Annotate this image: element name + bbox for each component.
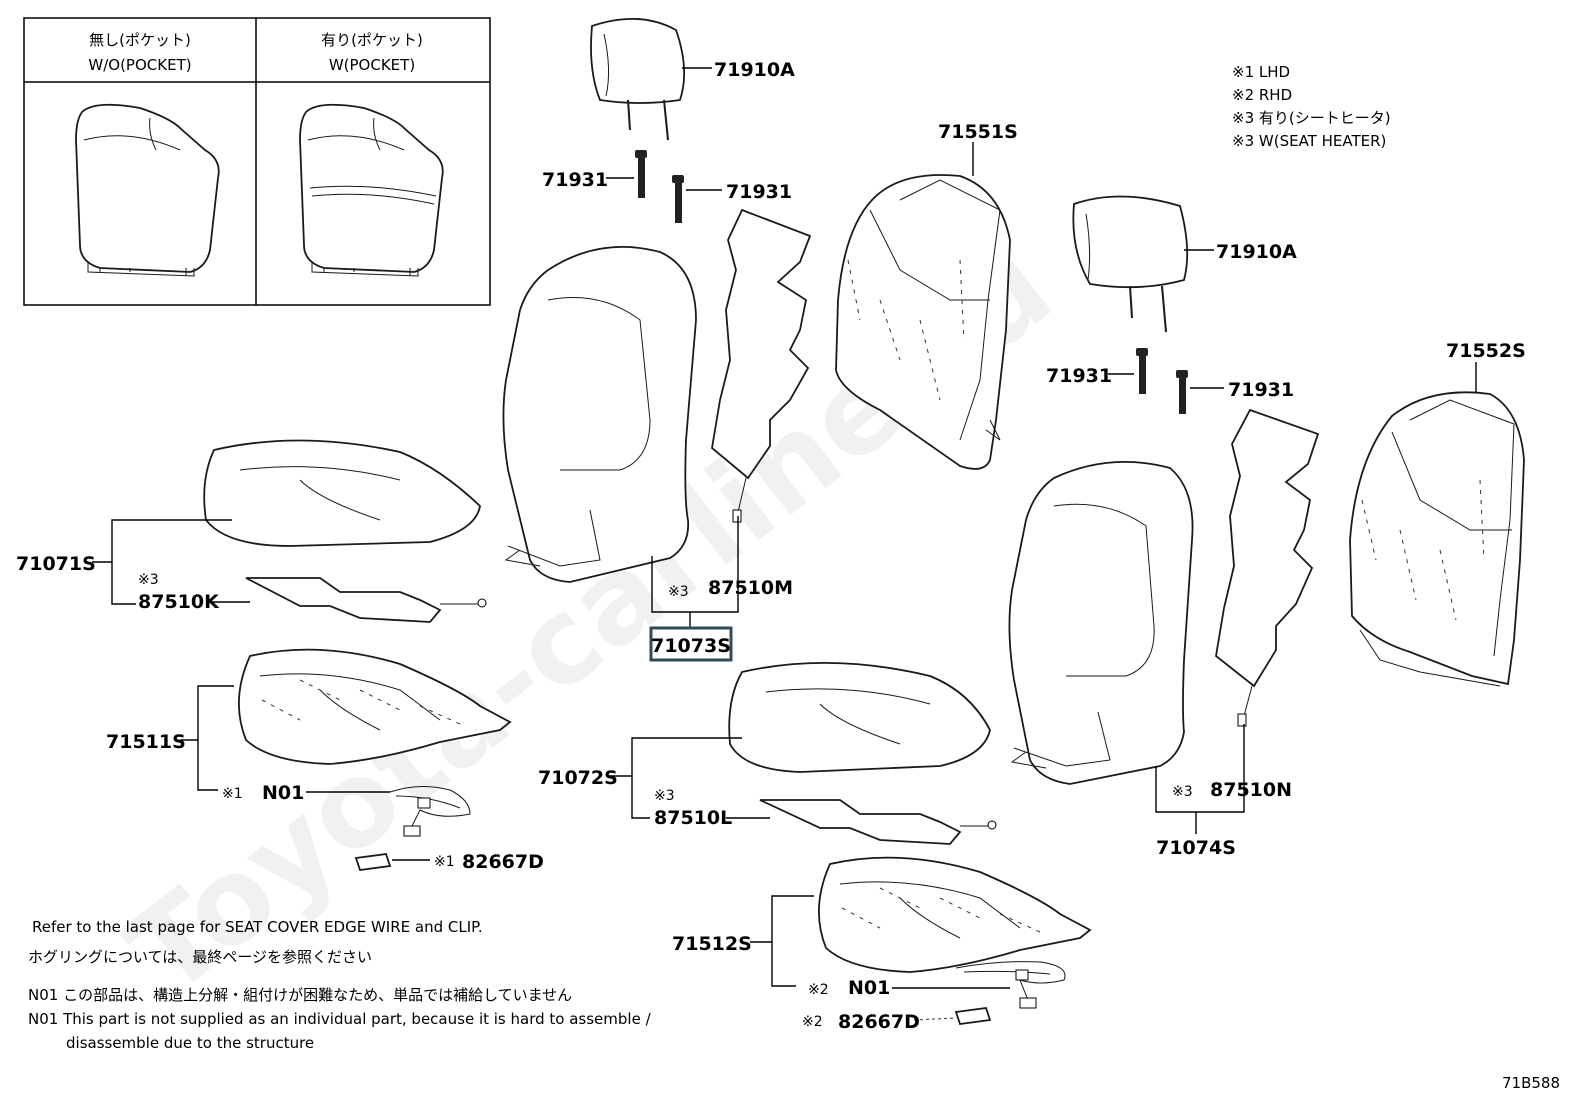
clip-left (354, 853, 392, 871)
headrest-guide-left (635, 150, 684, 223)
part-N01-right-mark: ※2 (808, 982, 829, 998)
note-n01-en-1: N01 This part is not supplied as an indi… (28, 1010, 652, 1028)
seatback-cover-right (1008, 461, 1194, 785)
headrest-left (590, 18, 686, 141)
part-82667D-right-mark: ※2 (802, 1014, 823, 1030)
cushion-cover-left (203, 439, 481, 547)
part-87510L-mark: ※3 (654, 788, 675, 804)
seatback-pad-left (835, 174, 1011, 470)
part-87510M-mark: ※3 (668, 584, 689, 600)
table-col2-en: W(POCKET) (329, 56, 415, 74)
part-87510L[interactable]: 87510L (654, 807, 732, 829)
note-n01-jp: N01 この部品は、構造上分解・組付けが困難なため、単品では補給していません (28, 986, 572, 1004)
part-71512S[interactable]: 71512S (672, 933, 752, 955)
part-87510K-mark: ※3 (138, 572, 159, 588)
legend-heater-en: ※3 W(SEAT HEATER) (1232, 132, 1386, 150)
part-87510M[interactable]: 87510M (708, 577, 793, 599)
part-87510K[interactable]: 87510K (138, 591, 220, 613)
figure-code: 71B588 (1502, 1074, 1560, 1092)
part-71073S[interactable]: 71073S (651, 635, 731, 657)
back-heater-right (1215, 408, 1320, 727)
cushion-cover-right (728, 662, 991, 773)
part-82667D-left[interactable]: 82667D (462, 851, 544, 873)
table-col1-en: W/O(POCKET) (88, 56, 191, 74)
legend-heater-jp: ※3 有り(シートヒータ) (1232, 109, 1391, 127)
part-71931-right-a[interactable]: 71931 (1046, 365, 1112, 387)
highlight-71073S (649, 626, 733, 662)
part-87510N-mark: ※3 (1172, 784, 1193, 800)
part-71931-right-b[interactable]: 71931 (1228, 379, 1294, 401)
part-82667D-right[interactable]: 82667D (838, 1011, 920, 1033)
part-N01-left[interactable]: N01 (262, 782, 304, 804)
part-71552S[interactable]: 71552S (1446, 340, 1526, 362)
notes: Refer to the last page for SEAT COVER ED… (28, 918, 652, 1052)
part-N01-right[interactable]: N01 (848, 977, 890, 999)
cushion-heater-left (245, 577, 487, 623)
part-N01-left-mark: ※1 (222, 786, 243, 802)
part-82667D-left-mark: ※1 (434, 854, 455, 870)
part-71511S[interactable]: 71511S (106, 731, 186, 753)
part-71910A-right[interactable]: 71910A (1216, 241, 1297, 263)
headrest-right (1072, 195, 1189, 333)
seatback-cover-left (502, 246, 697, 583)
variant-table: 無し(ポケット) W/O(POCKET) 有り(ポケット) W(POCKET) (23, 17, 491, 306)
part-71931-left-b[interactable]: 71931 (726, 181, 792, 203)
clip-right (954, 1007, 992, 1025)
wire-harness-right (955, 961, 1066, 1009)
part-71072S[interactable]: 71072S (538, 767, 618, 789)
back-heater-left (711, 208, 812, 523)
legend: ※1 LHD ※2 RHD ※3 有り(シートヒータ) ※3 W(SEAT HE… (1232, 63, 1391, 150)
headrest-guide-right (1136, 348, 1188, 414)
note-refer-en: Refer to the last page for SEAT COVER ED… (32, 918, 483, 936)
part-71071S[interactable]: 71071S (16, 553, 96, 575)
seatback-with-pocket-illustration (299, 103, 444, 277)
table-col2-jp: 有り(ポケット) (321, 31, 423, 49)
seatback-without-pocket-illustration (75, 103, 220, 277)
part-71931-left-a[interactable]: 71931 (542, 169, 608, 191)
table-col1-jp: 無し(ポケット) (89, 31, 191, 49)
cushion-pad-right (818, 856, 1092, 973)
note-n01-en-2: disassemble due to the structure (66, 1034, 314, 1052)
part-87510N[interactable]: 87510N (1210, 779, 1292, 801)
part-71074S[interactable]: 71074S (1156, 837, 1236, 859)
part-71551S[interactable]: 71551S (938, 121, 1018, 143)
legend-rhd: ※2 RHD (1232, 86, 1292, 104)
legend-lhd: ※1 LHD (1232, 63, 1290, 81)
seatback-pad-right (1349, 391, 1525, 687)
wire-harness-left (389, 786, 471, 837)
cushion-heater-right (759, 799, 997, 845)
part-71910A-left[interactable]: 71910A (714, 59, 795, 81)
cushion-pad-left (238, 648, 512, 765)
note-refer-jp: ホグリングについては、最終ページを参照ください (28, 948, 372, 966)
